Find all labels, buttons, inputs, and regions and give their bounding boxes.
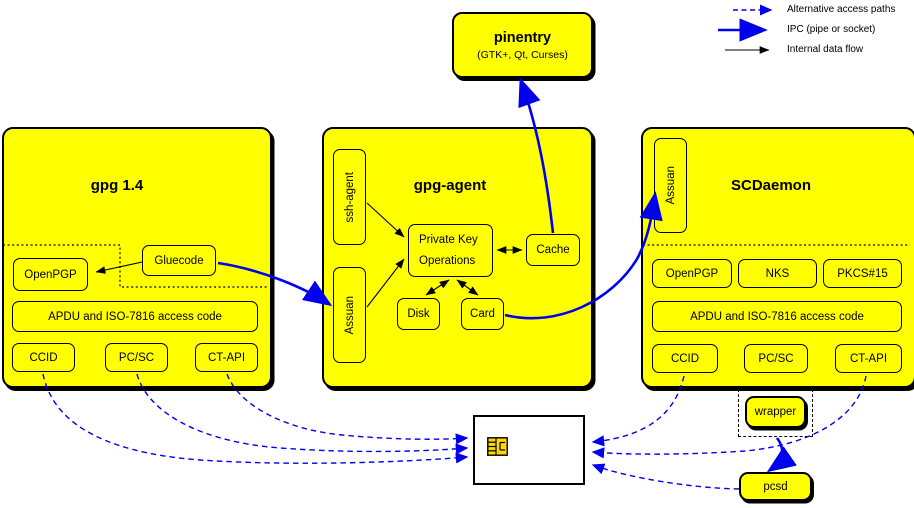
smartcard-box [473, 415, 585, 485]
card-node: Card [461, 298, 504, 330]
ipc-wrapper-to-pcsd [766, 437, 797, 473]
gpg14-ctapi-node: CT-API [195, 343, 258, 372]
gpg14-ccid-node: CCID [12, 343, 75, 372]
gpg14-title: gpg 1.4 [90, 177, 144, 194]
gpg-agent-ssh-agent-node: ssh-agent [333, 149, 366, 245]
cache-node: Cache [526, 234, 580, 266]
assuan-label: Assuan [343, 295, 356, 335]
pcsd-node: pcsd [739, 472, 812, 501]
scdaemon-title: SCDaemon [730, 177, 812, 194]
pinentry-subtitle: (GTK+, Qt, Curses) [477, 48, 568, 61]
gpg14-gluecode-node: Gluecode [142, 245, 216, 276]
scdaemon-assuan-node: Assuan [654, 138, 687, 233]
pinentry-title: pinentry [493, 29, 552, 46]
private-key-operations-node: Private Key Operations [408, 224, 493, 277]
scdaemon-ccid-node: CCID [652, 344, 718, 373]
disk-node: Disk [397, 298, 440, 330]
gpg14-pcsc-node: PC/SC [105, 343, 168, 372]
pko-line2: Operations [419, 255, 476, 267]
smartcard-chip-icon [487, 437, 508, 456]
gpg14-apdu-node: APDU and ISO-7816 access code [12, 301, 258, 332]
legend-alternative-access-paths: Alternative access paths [787, 4, 896, 15]
wrapper-node: wrapper [745, 396, 806, 428]
scdaemon-ctapi-node: CT-API [835, 344, 902, 373]
pko-line1: Private Key [419, 234, 478, 246]
gpg14-openpgp-node: OpenPGP [13, 258, 88, 291]
scdaemon-pkcs15-node: PKCS#15 [823, 259, 902, 288]
scdaemon-apdu-node: APDU and ISO-7816 access code [652, 301, 902, 332]
assuan-label: Assuan [664, 166, 677, 205]
scdaemon-nks-node: NKS [738, 259, 817, 288]
alt-pcsd-to-card [591, 463, 740, 490]
legend-internal-data-flow: Internal data flow [787, 44, 864, 55]
scdaemon-openpgp-node: OpenPGP [652, 259, 732, 288]
gpg-agent-assuan-node: Assuan [333, 267, 366, 363]
legend-ipc: IPC (pipe or socket) [787, 24, 876, 35]
ssh-agent-label: ssh-agent [343, 171, 356, 223]
pinentry-box: pinentry (GTK+, Qt, Curses) [452, 12, 593, 78]
scdaemon-pcsc-node: PC/SC [744, 344, 808, 373]
gpg-agent-title: gpg-agent [413, 177, 487, 194]
